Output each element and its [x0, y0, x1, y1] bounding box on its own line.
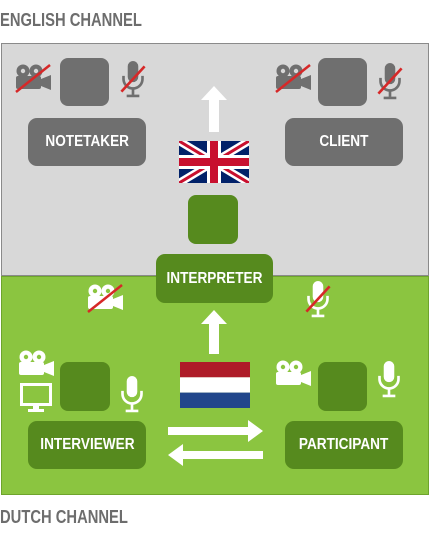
arrow-up-icon	[201, 86, 227, 132]
notetaker-label-text: NOTETAKER	[45, 133, 129, 150]
arrow-right-icon	[168, 420, 263, 442]
english-channel-title: ENGLISH CHANNEL	[0, 10, 142, 30]
client-video-tile	[318, 58, 367, 106]
interviewer-monitor-icon	[20, 383, 52, 413]
interpreter-camera-off-icon	[85, 282, 125, 314]
arrow-up-icon	[201, 310, 227, 354]
netherlands-flag-icon	[180, 362, 250, 408]
interviewer-microphone-icon	[119, 375, 145, 413]
participant-label: PARTICIPANT	[285, 421, 403, 469]
dutch-channel-title: DUTCH CHANNEL	[0, 507, 128, 527]
interpreter-label-text: INTERPRETER	[166, 269, 263, 287]
interpreter-video-tile	[188, 195, 238, 244]
participant-camera-icon	[273, 358, 313, 390]
notetaker-video-tile	[60, 58, 109, 106]
participant-microphone-icon	[376, 360, 402, 398]
notetaker-microphone-off-icon	[120, 60, 146, 98]
interviewer-label-text: INTERVIEWER	[39, 436, 135, 453]
client-label: CLIENT	[285, 118, 403, 166]
client-label-text: CLIENT	[319, 133, 369, 150]
uk-flag-icon	[179, 141, 249, 183]
interviewer-video-tile	[60, 362, 110, 411]
participant-label-text: PARTICIPANT	[299, 436, 389, 453]
client-camera-off-icon	[273, 62, 313, 94]
interpreter-label: INTERPRETER	[156, 254, 273, 303]
participant-video-tile	[318, 362, 367, 411]
interviewer-label: INTERVIEWER	[28, 421, 146, 469]
arrow-left-icon	[168, 444, 263, 466]
interviewer-camera-icon	[16, 348, 56, 380]
notetaker-camera-off-icon	[13, 62, 53, 94]
interpreter-microphone-off-icon	[305, 280, 331, 318]
notetaker-label: NOTETAKER	[28, 118, 146, 166]
client-microphone-off-icon	[377, 62, 403, 100]
